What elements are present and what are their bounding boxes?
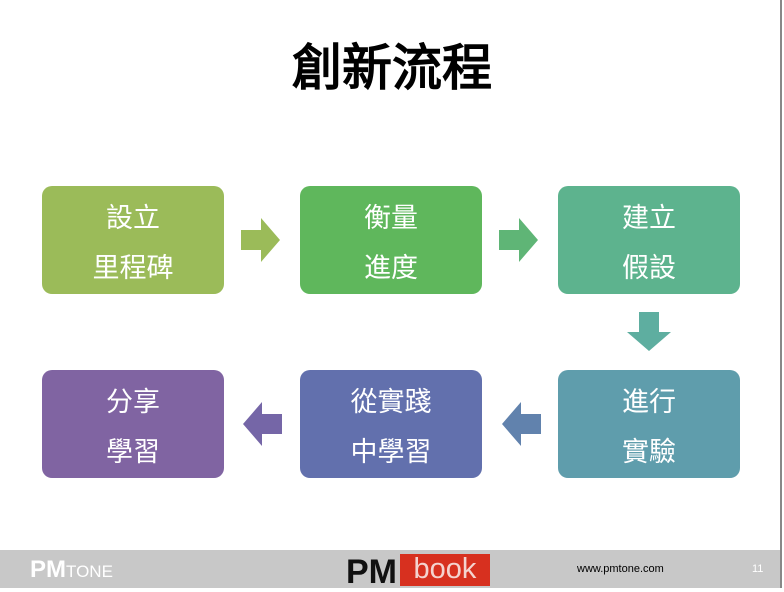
step-build-hypothesis: 建立假設 bbox=[558, 186, 740, 294]
footer-bar: PMTONE PM book www.pmtone.com 11 bbox=[0, 550, 780, 591]
step-line1: 建立 bbox=[622, 202, 676, 234]
arrow-right-icon bbox=[499, 218, 538, 262]
arrow-left-icon bbox=[243, 402, 282, 446]
step-line2: 進度 bbox=[364, 252, 418, 284]
arrow-down-icon bbox=[627, 312, 671, 351]
step-line2: 學習 bbox=[106, 436, 160, 468]
pmbook-logo-book: book bbox=[400, 554, 490, 586]
step-line2: 假設 bbox=[622, 252, 676, 284]
step-line1: 分享 bbox=[106, 386, 160, 418]
step-set-milestones: 設立里程碑 bbox=[42, 186, 224, 294]
step-line1: 從實踐 bbox=[350, 386, 432, 418]
pmbook-logo-pm: PM bbox=[346, 553, 397, 591]
step-run-experiment: 進行實驗 bbox=[558, 370, 740, 478]
page-number: 11 bbox=[752, 563, 764, 575]
arrow-right-icon bbox=[241, 218, 280, 262]
step-line1: 進行 bbox=[622, 386, 676, 418]
step-measure-progress: 衡量進度 bbox=[300, 186, 482, 294]
step-line1: 衡量 bbox=[364, 202, 418, 234]
step-share-learning: 分享學習 bbox=[42, 370, 224, 478]
step-line1: 設立 bbox=[106, 202, 160, 234]
step-line2: 里程碑 bbox=[92, 252, 174, 284]
step-line2: 中學習 bbox=[350, 436, 432, 468]
step-learn-from-practice: 從實踐中學習 bbox=[300, 370, 482, 478]
arrow-left-icon bbox=[502, 402, 541, 446]
pmtone-logo: PMTONE bbox=[30, 556, 113, 583]
website-url: www.pmtone.com bbox=[577, 563, 664, 575]
slide-title: 創新流程 bbox=[292, 39, 492, 97]
step-line2: 實驗 bbox=[622, 436, 676, 468]
